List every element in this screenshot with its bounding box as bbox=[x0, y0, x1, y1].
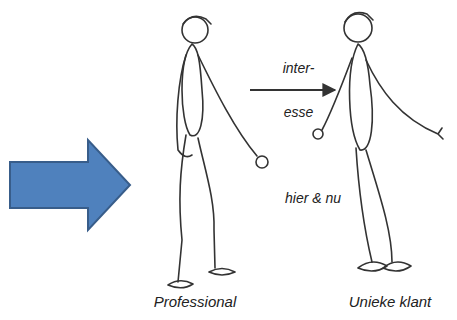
edge-label: inter- esse bbox=[276, 46, 322, 134]
figure-caption: Unieke klant bbox=[335, 293, 445, 310]
figure-stroke bbox=[356, 148, 372, 262]
figure-stroke bbox=[322, 58, 352, 130]
stick-figure: Professional bbox=[140, 5, 250, 310]
stick-figure: Unieke klant bbox=[335, 5, 445, 310]
figure-stroke bbox=[366, 150, 392, 262]
figure-caption: Professional bbox=[140, 293, 250, 310]
figure-stroke bbox=[183, 16, 211, 24]
figure-stroke bbox=[198, 55, 257, 156]
figure-stroke bbox=[345, 13, 373, 22]
figure-stroke bbox=[350, 44, 373, 150]
figure-stroke bbox=[168, 281, 193, 288]
figure-stroke bbox=[178, 135, 186, 282]
note-label: hier & nu bbox=[285, 190, 341, 206]
figure-drawing bbox=[140, 5, 250, 310]
figure-stroke bbox=[358, 262, 387, 271]
figure-stroke bbox=[383, 262, 411, 271]
figure-part bbox=[256, 156, 268, 168]
figure-stroke bbox=[198, 138, 215, 268]
figure-stroke bbox=[209, 269, 235, 276]
block-arrow bbox=[10, 140, 130, 230]
interest-arrow bbox=[250, 89, 335, 91]
figure-stroke bbox=[366, 60, 443, 139]
figure-drawing bbox=[335, 5, 445, 310]
